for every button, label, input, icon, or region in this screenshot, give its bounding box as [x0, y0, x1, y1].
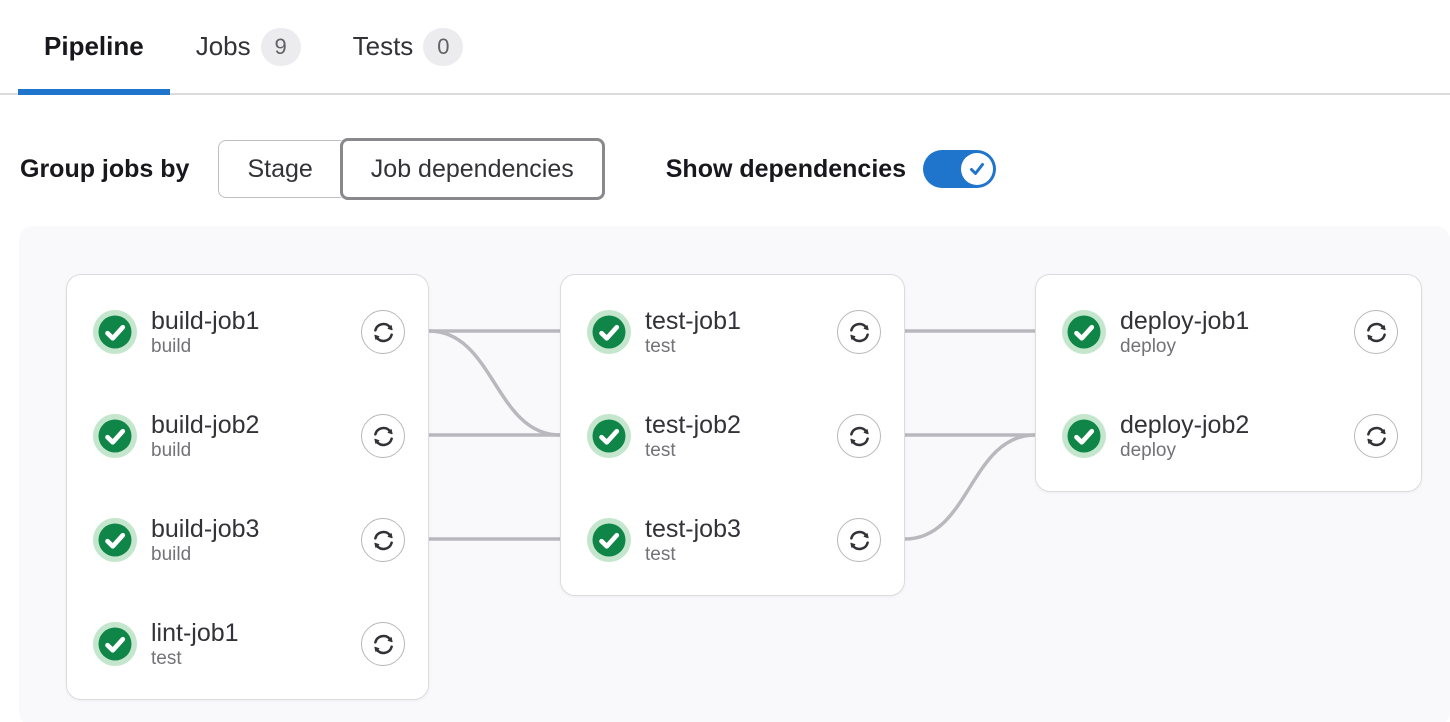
- graph-controls: Group jobs by Stage Job dependencies Sho…: [20, 138, 1450, 200]
- job-row[interactable]: build-job1 build: [67, 307, 428, 357]
- job-row[interactable]: build-job3 build: [67, 515, 428, 565]
- pipeline-graph-panel: build-job1 build build-job2 build: [19, 226, 1450, 722]
- job-stage-label: test: [151, 647, 182, 669]
- retry-job-button[interactable]: [361, 622, 405, 666]
- jobs-count-badge: 9: [260, 27, 301, 66]
- retry-job-button[interactable]: [1354, 414, 1398, 458]
- tab-tests[interactable]: Tests 0: [327, 0, 490, 93]
- tab-pipeline[interactable]: Pipeline: [18, 0, 170, 95]
- job-row[interactable]: lint-job1 test: [67, 619, 428, 669]
- retry-icon: [373, 530, 393, 550]
- job-name: deploy-job1: [1120, 306, 1250, 335]
- group-jobs-by-label: Group jobs by: [20, 154, 190, 183]
- status-success-icon: [93, 310, 137, 354]
- job-stage-label: deploy: [1120, 335, 1176, 357]
- retry-job-button[interactable]: [837, 414, 881, 458]
- job-name: test-job1: [645, 306, 741, 335]
- tab-jobs[interactable]: Jobs 9: [170, 0, 327, 93]
- retry-icon: [849, 530, 869, 550]
- job-group-card: build-job1 build build-job2 build: [66, 274, 429, 700]
- retry-icon: [373, 322, 393, 342]
- tests-count-badge: 0: [423, 27, 464, 66]
- job-name: deploy-job2: [1120, 410, 1250, 439]
- job-row[interactable]: build-job2 build: [67, 411, 428, 461]
- show-dependencies-label: Show dependencies: [665, 154, 907, 183]
- show-dependencies-toggle[interactable]: [923, 150, 997, 188]
- status-success-icon: [1062, 310, 1106, 354]
- job-group-card: test-job1 test test-job2 test: [560, 274, 905, 596]
- job-stage-label: build: [151, 335, 192, 357]
- retry-icon: [373, 634, 393, 654]
- retry-job-button[interactable]: [361, 310, 405, 354]
- job-group-card: deploy-job1 deploy deploy-job2 deplo: [1035, 274, 1422, 492]
- tab-jobs-label: Jobs: [195, 31, 251, 61]
- retry-icon: [849, 426, 869, 446]
- status-success-icon: [1062, 414, 1106, 458]
- retry-job-button[interactable]: [837, 310, 881, 354]
- job-name: build-job3: [151, 514, 260, 543]
- status-success-icon: [587, 518, 631, 562]
- dependency-edge: [904, 433, 1036, 541]
- retry-icon: [1366, 426, 1386, 446]
- retry-job-button[interactable]: [361, 414, 405, 458]
- pipeline-tabbar: Pipeline Jobs 9 Tests 0: [0, 0, 1450, 95]
- job-stage-label: deploy: [1120, 439, 1176, 461]
- job-row[interactable]: test-job1 test: [561, 307, 904, 357]
- status-success-icon: [587, 414, 631, 458]
- job-stage-label: test: [645, 439, 676, 461]
- dependency-edges: [428, 329, 1036, 541]
- job-stage-label: test: [645, 543, 676, 565]
- group-by-segmented-control: Stage Job dependencies: [218, 138, 605, 200]
- job-stage-label: test: [645, 335, 676, 357]
- job-name: build-job1: [151, 306, 260, 335]
- retry-job-button[interactable]: [837, 518, 881, 562]
- tab-tests-label: Tests: [352, 31, 414, 61]
- job-row[interactable]: deploy-job2 deploy: [1036, 411, 1421, 461]
- check-icon: [970, 163, 985, 175]
- retry-icon: [1366, 322, 1386, 342]
- retry-icon: [373, 426, 393, 446]
- job-name: lint-job1: [151, 618, 239, 647]
- job-row[interactable]: test-job3 test: [561, 515, 904, 565]
- status-success-icon: [93, 622, 137, 666]
- job-name: test-job2: [645, 410, 741, 439]
- group-by-stage-button[interactable]: Stage: [218, 140, 341, 198]
- status-success-icon: [587, 310, 631, 354]
- job-stage-label: build: [151, 543, 192, 565]
- retry-job-button[interactable]: [1354, 310, 1398, 354]
- job-name: build-job2: [151, 410, 260, 439]
- status-success-icon: [93, 518, 137, 562]
- job-row[interactable]: test-job2 test: [561, 411, 904, 461]
- job-stage-label: build: [151, 439, 192, 461]
- tab-pipeline-label: Pipeline: [44, 31, 144, 61]
- status-success-icon: [93, 414, 137, 458]
- group-by-job-dependencies-button[interactable]: Job dependencies: [339, 138, 605, 200]
- job-row[interactable]: deploy-job1 deploy: [1036, 307, 1421, 357]
- retry-icon: [849, 322, 869, 342]
- retry-job-button[interactable]: [361, 518, 405, 562]
- toggle-knob: [961, 153, 994, 185]
- job-name: test-job3: [645, 514, 741, 543]
- dependency-edge: [428, 329, 561, 437]
